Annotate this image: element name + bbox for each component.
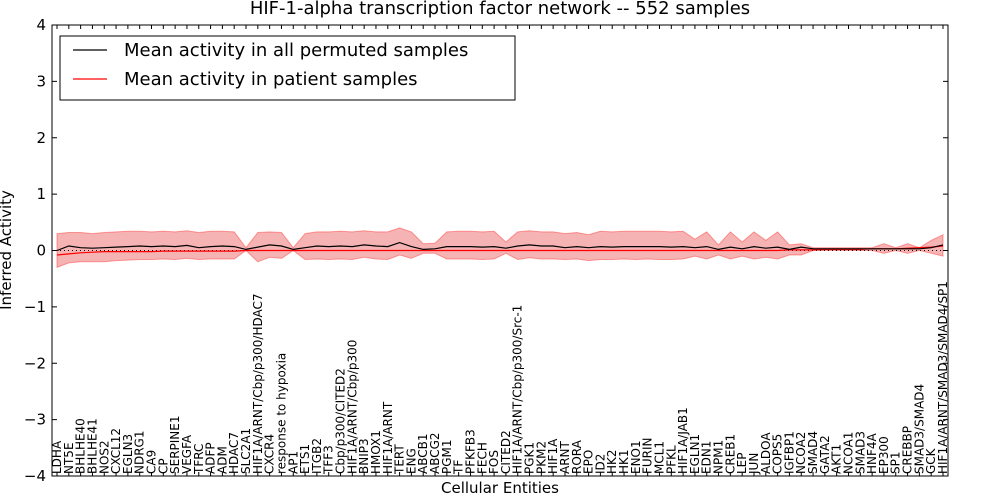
series-line-permuted (56, 241, 944, 252)
x-tick-label: PFKFB3 (464, 429, 478, 474)
x-tick-label: HIF1A (546, 438, 560, 474)
x-tick-label: CREB1 (723, 434, 737, 474)
x-tick-label: SERPINE1 (168, 415, 182, 474)
x-tick-label: TF (452, 460, 466, 475)
x-axis-label: Cellular Entities (441, 479, 559, 497)
y-axis-label: Inferred Activity (0, 190, 15, 310)
y-tick-label: 2 (36, 129, 46, 147)
x-tick-label: RORA (570, 439, 584, 474)
x-tick-label: ITGB2 (310, 438, 324, 474)
x-tick-label: BNIP3 (357, 438, 371, 474)
x-tick-label: JUN (747, 453, 761, 475)
plot-area: −4−3−2−101234LDHANT5EBHLHE40BHLHE41NOS2C… (24, 16, 950, 485)
x-tick-label: ID2 (593, 454, 607, 474)
x-tick-label: CXCL12 (109, 428, 123, 474)
x-tick-label: PGM1 (440, 439, 454, 474)
x-tick-label: ENG (404, 448, 418, 474)
x-tick-label: CA9 (145, 450, 159, 474)
x-tick-label: response to hypoxia (275, 353, 289, 474)
x-tick-label: EPO (582, 450, 596, 474)
x-tick-label: TFF3 (322, 445, 336, 475)
x-tick-label: NCOA2 (794, 432, 808, 474)
x-tick-label: CP (156, 458, 170, 474)
x-tick-label: Cbp/p300/CITED2 (334, 368, 348, 474)
x-tick-label: HK2 (605, 449, 619, 474)
x-tick-label: NDRG1 (133, 431, 147, 475)
legend-label-permuted: Mean activity in all permuted samples (124, 40, 468, 61)
x-tick-label: ABCB1 (416, 434, 430, 474)
x-tick-label: HIF1A/ARNT/Cbp/p300 (345, 340, 359, 474)
x-tick-label: HIF1A/ARNT/SMAD3/SMAD4/SP1 (936, 281, 950, 474)
x-tick-label: ALDOA (759, 432, 773, 474)
x-tick-label: LEP (735, 452, 749, 474)
x-tick-label: BHLHE41 (85, 418, 99, 474)
legend-box (59, 35, 516, 101)
x-tick-label: PFKL (664, 445, 678, 474)
x-tick-label: SMAD4 (806, 431, 820, 474)
y-tick-label: 0 (36, 242, 46, 260)
x-tick-label: ABCG2 (428, 432, 442, 474)
x-tick-label: AKT1 (830, 444, 844, 474)
x-tick-label: GCK (924, 447, 938, 474)
x-tick-label: HIF1A/ARNT/Cbp/p300/HDAC7 (251, 293, 265, 474)
x-tick-label: COPS5 (771, 434, 785, 474)
x-tick-label: SLC2A1 (239, 428, 253, 474)
x-tick-label: CXCR4 (263, 434, 277, 474)
x-tick-label: TFRC (192, 444, 206, 475)
x-tick-label: ADM (215, 446, 229, 474)
x-tick-label: EP300 (877, 436, 891, 474)
x-tick-label: FURIN (641, 437, 655, 474)
x-tick-label: MCL1 (653, 441, 667, 474)
x-tick-label: HMOX1 (369, 430, 383, 474)
chart-title: HIF-1-alpha transcription factor network… (250, 0, 750, 19)
x-tick-label: NPM1 (712, 440, 726, 474)
x-tick-label: NT5E (62, 442, 76, 474)
y-tick-label: −3 (24, 411, 46, 429)
x-tick-label: HNF4A (865, 432, 879, 474)
y-tick-label: −2 (24, 354, 46, 372)
y-tick-label: 1 (36, 185, 46, 203)
x-tick-label: NCOA1 (842, 432, 856, 474)
x-tick-label: NOS2 (97, 440, 111, 474)
x-tick-label: BHLHE40 (74, 418, 88, 474)
x-tick-label: LDHA (50, 440, 64, 474)
x-tick-label: EGLN3 (121, 434, 135, 474)
x-tick-label: IGFBP1 (782, 431, 796, 474)
x-tick-label: SP1 (889, 452, 903, 475)
y-tick-label: 3 (36, 72, 46, 90)
x-tick-label: HIF1A/ARNT (381, 401, 395, 474)
legend-label-patient: Mean activity in patient samples (124, 69, 418, 90)
x-tick-label: ADFP (204, 442, 218, 474)
legend: Mean activity in all permuted samples Me… (59, 35, 516, 101)
x-tick-label: ENO1 (629, 440, 643, 474)
x-tick-label: GATA2 (818, 435, 832, 474)
x-tick-label: HIF1A/JAB1 (676, 407, 690, 474)
x-tick-label: HIF1A/ARNT/Cbp/p300/Src-1 (511, 305, 525, 474)
x-tick-label: SMAD3 (853, 431, 867, 474)
x-tick-label: SMAD3/SMAD4 (912, 384, 926, 474)
x-tick-label: HK1 (617, 449, 631, 474)
x-tick-label: CITED2 (499, 430, 513, 474)
x-tick-label: VEGFA (180, 434, 194, 474)
x-tick-label: FOS (487, 450, 501, 474)
x-tick-label: HDAC7 (227, 432, 241, 474)
x-tick-label: ETS1 (298, 444, 312, 474)
x-tick-label: AP1 (286, 451, 300, 474)
x-tick-label: PGK1 (523, 442, 537, 474)
x-tick-label: PKM2 (534, 441, 548, 474)
x-tick-label: ARNT (558, 440, 572, 474)
y-tick-label: −4 (24, 467, 46, 485)
y-tick-label: 4 (36, 16, 46, 34)
x-tick-label: EDN1 (700, 441, 714, 474)
y-tick-label: −1 (24, 298, 46, 316)
x-tick-label: CREBBP (901, 426, 915, 474)
x-tick-label: TERT (393, 444, 407, 475)
x-tick-label: EGLN1 (688, 434, 702, 474)
series-line-patient (56, 245, 944, 256)
x-tick-label: FECH (475, 442, 489, 474)
